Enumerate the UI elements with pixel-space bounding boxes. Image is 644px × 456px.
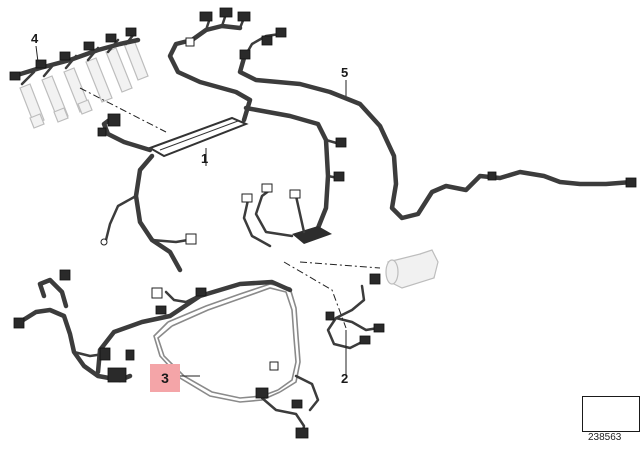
highlighted-harness-3 [153, 283, 320, 439]
injector-harness [9, 27, 149, 129]
lower-left-harness [13, 269, 293, 383]
starter-harness [325, 249, 439, 350]
diagram-id: 238563 [588, 432, 622, 443]
callout-2: 2 [341, 371, 349, 386]
leader-lines [35, 45, 381, 377]
starter-motor-ghost [385, 249, 439, 289]
callout-4: 4 [31, 31, 39, 46]
sensor-harness [237, 27, 637, 221]
callout-5: 5 [341, 65, 349, 80]
callout-1: 1 [201, 151, 209, 166]
corner-symbol-box [582, 396, 640, 432]
callout-3-highlighted: 3 [150, 364, 180, 392]
main-engine-harness [97, 7, 347, 273]
